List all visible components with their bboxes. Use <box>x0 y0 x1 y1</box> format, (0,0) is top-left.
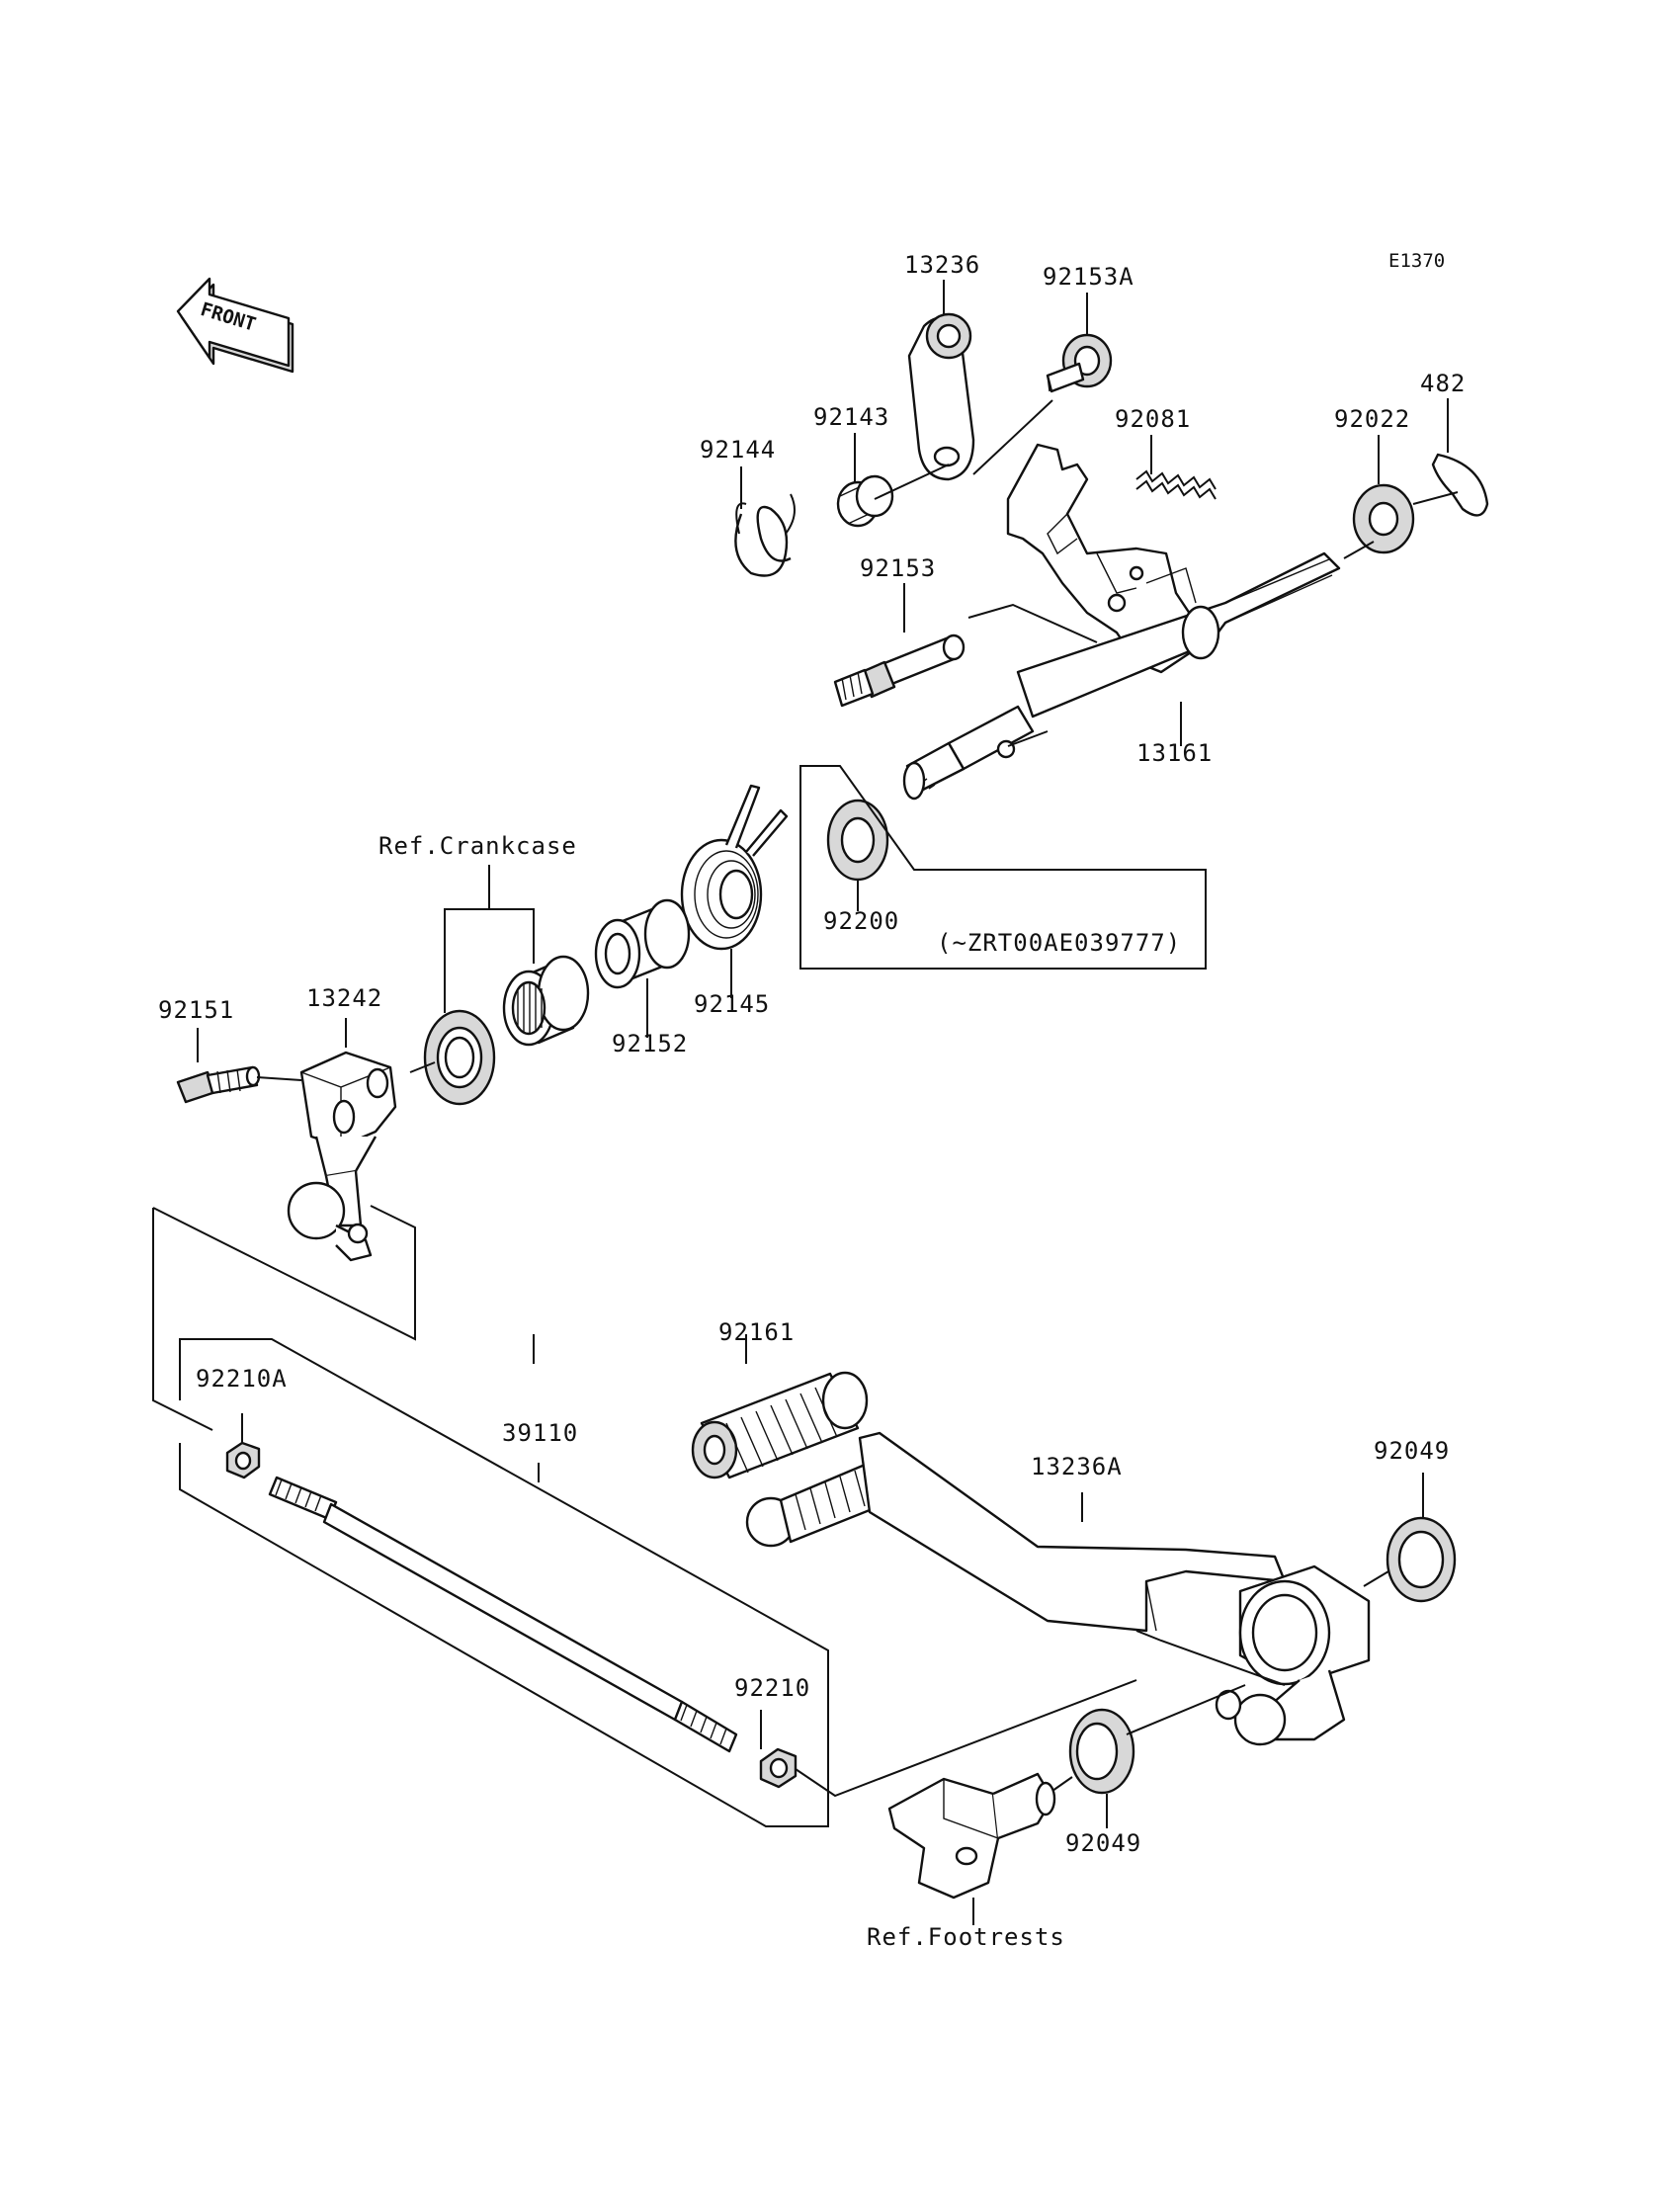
shift-pedal-13236A[interactable] <box>745 1431 1371 1746</box>
label-92049-lower: 92049 <box>1065 1829 1141 1857</box>
pivot-bracket[interactable] <box>887 1772 1056 1900</box>
bolt-92153A[interactable] <box>1046 333 1113 393</box>
label-92210A: 92210A <box>196 1365 288 1393</box>
label-92022: 92022 <box>1334 405 1410 433</box>
label-13161: 13161 <box>1136 739 1213 767</box>
front-arrow-icon: FRONT <box>176 277 294 374</box>
leader-line <box>1412 491 1459 505</box>
label-482: 482 <box>1420 370 1466 397</box>
leader-line <box>1343 541 1375 559</box>
rubber-peg-92161[interactable] <box>691 1371 869 1479</box>
label-92145: 92145 <box>694 990 770 1018</box>
spring-92144[interactable] <box>734 493 796 577</box>
collar-92152[interactable] <box>594 898 691 989</box>
needle-bearing[interactable] <box>502 955 590 1047</box>
rod-frame <box>152 1208 213 1431</box>
nut-92210A[interactable] <box>225 1441 261 1479</box>
rod-frame <box>179 1338 829 1827</box>
label-92143: 92143 <box>813 403 889 431</box>
washer-92200[interactable] <box>826 799 889 882</box>
leader-line <box>874 464 950 500</box>
leader-line <box>795 1679 1137 1798</box>
label-92153A: 92153A <box>1043 263 1134 291</box>
label-92153: 92153 <box>860 554 936 582</box>
circlip-482[interactable] <box>1431 453 1489 517</box>
leader-line <box>1363 1570 1389 1587</box>
bolt-92151[interactable] <box>176 1065 261 1104</box>
nut-92210[interactable] <box>759 1747 798 1789</box>
collar-92143[interactable] <box>836 474 894 528</box>
label-92049-upper: 92049 <box>1374 1437 1450 1465</box>
leader-line <box>409 1061 436 1073</box>
label-92210: 92210 <box>734 1674 810 1702</box>
leader-line <box>1051 1776 1073 1792</box>
spring-92081[interactable] <box>1135 469 1217 500</box>
return-spring-92145[interactable] <box>680 784 789 951</box>
oil-seal[interactable] <box>423 1009 496 1106</box>
washer-92022[interactable] <box>1352 483 1415 554</box>
label-13236: 13236 <box>904 251 980 279</box>
label-ref-crankcase: Ref.Crankcase <box>378 832 577 860</box>
bolt-92153[interactable] <box>833 634 966 708</box>
diagram-code: E1370 <box>1388 250 1445 272</box>
rod-frame <box>152 1205 416 1341</box>
tie-rod-39110[interactable] <box>268 1476 738 1753</box>
label-ref-footrests: Ref.Footrests <box>867 1923 1065 1951</box>
label-92161: 92161 <box>718 1318 795 1346</box>
serial-note: (~ZRT00AE039777) <box>937 929 1181 957</box>
label-92200: 92200 <box>823 907 899 935</box>
leader-line <box>256 1076 302 1081</box>
shift-shaft-13161[interactable] <box>902 443 1341 801</box>
leader-line <box>972 399 1053 475</box>
label-92081: 92081 <box>1115 405 1191 433</box>
label-13236A: 13236A <box>1031 1453 1123 1480</box>
seal-92049-lower[interactable] <box>1068 1708 1135 1795</box>
label-92151: 92151 <box>158 996 234 1024</box>
leader-line <box>1135 1630 1286 1686</box>
shift-arm-13236[interactable] <box>907 312 975 481</box>
serial-note-box <box>799 765 1207 970</box>
label-39110: 39110 <box>502 1419 578 1447</box>
leader-line <box>967 603 1098 643</box>
label-13242: 13242 <box>306 984 382 1012</box>
label-92152: 92152 <box>612 1030 688 1057</box>
seal-92049-upper[interactable] <box>1386 1516 1457 1603</box>
leader-line <box>1007 730 1049 747</box>
label-92144: 92144 <box>700 436 776 464</box>
shift-lever-13242[interactable] <box>287 1051 397 1262</box>
leader-line <box>1126 1684 1246 1735</box>
